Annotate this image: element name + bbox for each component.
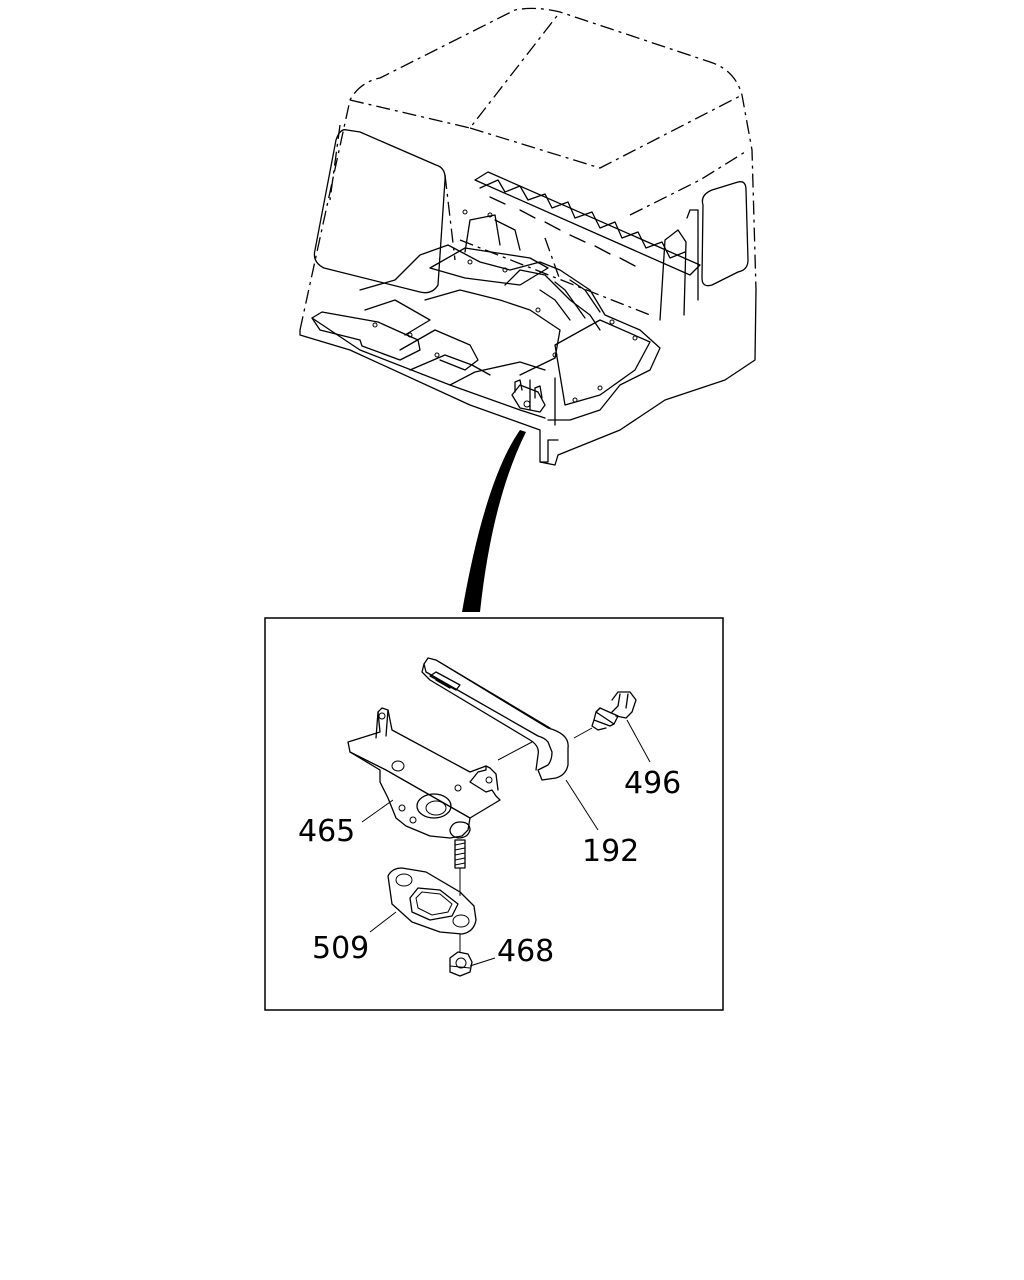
callout-192: 192: [582, 834, 639, 869]
cab-overview-illustration: [299, 7, 757, 466]
pin-part: [573, 691, 637, 739]
callout-496: 496: [624, 766, 681, 801]
plate-part: [387, 867, 477, 952]
leader-lines: [361, 719, 651, 967]
callout-468: 468: [497, 934, 554, 969]
detail-frame: [264, 617, 724, 1011]
detail-pointer-wedge: [462, 430, 526, 612]
nut-part: [449, 951, 473, 977]
callout-465: 465: [298, 814, 355, 849]
callout-509: 509: [312, 931, 369, 966]
bolt-part: [454, 839, 466, 896]
bracket-part: [347, 707, 533, 839]
cover-part: [421, 657, 569, 781]
